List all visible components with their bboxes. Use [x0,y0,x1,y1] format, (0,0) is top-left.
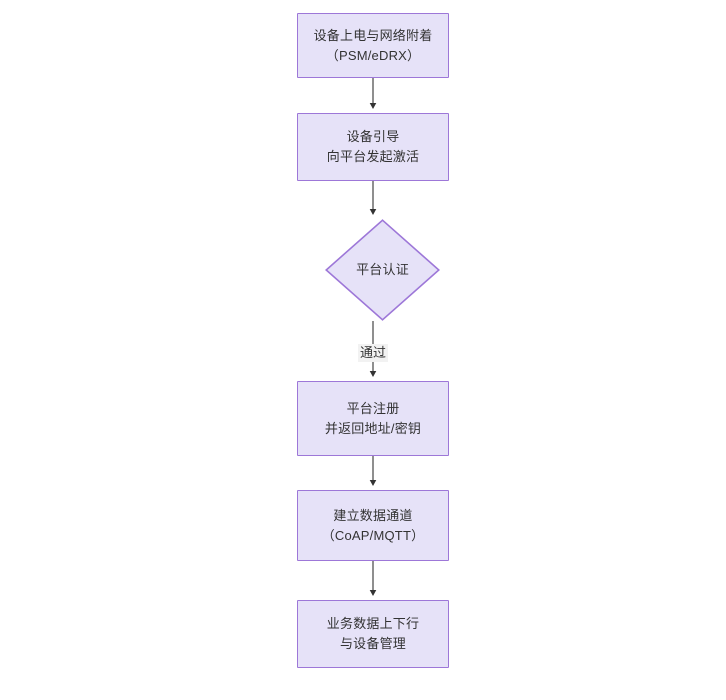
node-platform-authentication[interactable]: 平台认证 [325,219,440,321]
node-device-power-on[interactable]: 设备上电与网络附着 （PSM/eDRX） [297,13,449,78]
node-label: 设备上电与网络附着 （PSM/eDRX） [313,27,433,63]
node-label: 平台注册 并返回地址/密钥 [324,400,422,436]
node-label: 建立数据通道 （CoAP/MQTT） [321,507,425,543]
node-label: 设备引导 向平台发起激活 [326,129,420,164]
node-label: 业务数据上下行 与设备管理 [326,616,420,651]
node-establish-data-channel[interactable]: 建立数据通道 （CoAP/MQTT） [297,490,449,561]
node-service-data-and-device-management[interactable]: 业务数据上下行 与设备管理 [297,600,449,668]
diamond-shape [325,219,440,321]
edge-label-pass: 通过 [357,344,389,362]
node-platform-registration[interactable]: 平台注册 并返回地址/密钥 [297,381,449,456]
node-label: 平台认证 [356,262,409,277]
node-device-bootstrap[interactable]: 设备引导 向平台发起激活 [297,113,449,181]
